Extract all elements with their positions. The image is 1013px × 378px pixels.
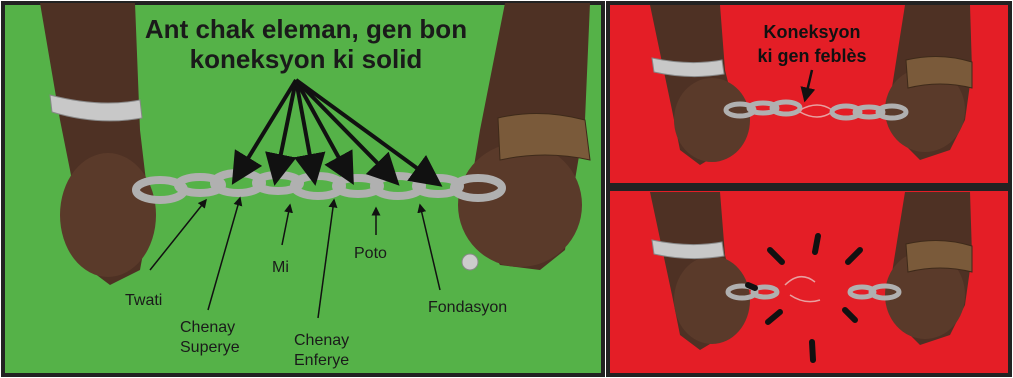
title-line-2: koneksyon ki solid (190, 44, 423, 74)
weak-label-line-1: Koneksyon (763, 22, 860, 42)
weak-label-line-2: ki gen feblès (757, 46, 866, 66)
label-chenay-enferye-2: Enferye (294, 352, 349, 369)
title-line-1: Ant chak eleman, gen bon (145, 14, 467, 44)
label-poto: Poto (354, 245, 387, 262)
label-chenay-superye-2: Superye (180, 339, 240, 356)
label-twati: Twati (125, 292, 162, 309)
label-chenay-superye-1: Chenay (180, 319, 235, 336)
strong-chain-panel: Ant chak eleman, gen bon koneksyon ki so… (3, 3, 603, 375)
broken-chain-panel (608, 189, 1010, 375)
weak-chain-panel: Koneksyon ki gen feblès (608, 3, 1010, 185)
label-chenay-enferye-1: Chenay (294, 332, 349, 349)
label-fondasyon: Fondasyon (428, 299, 507, 316)
label-mi: Mi (272, 259, 289, 276)
watch-icon (498, 113, 590, 160)
